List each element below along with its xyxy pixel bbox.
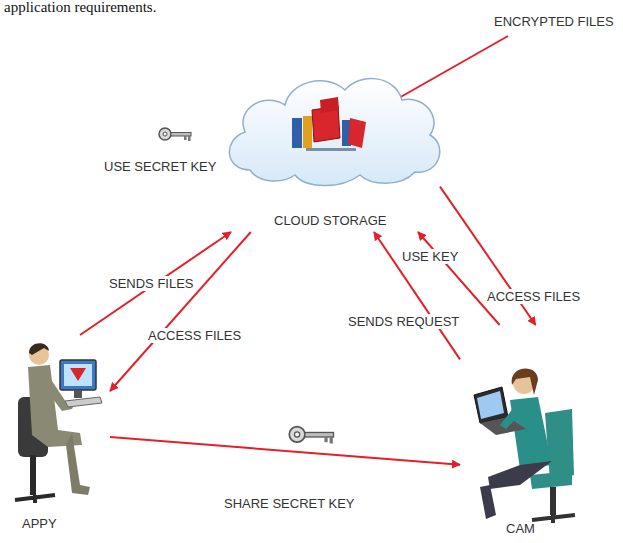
drawing-part (171, 133, 191, 137)
drawing-part (289, 427, 305, 443)
key-icon (289, 427, 333, 444)
drawing-part (510, 397, 552, 469)
cloud-node: CLOUD STORAGE (220, 70, 440, 232)
drawing-part (159, 128, 171, 140)
drawing-part (550, 487, 556, 515)
drawing-part (29, 343, 49, 355)
drawing-part (512, 369, 538, 395)
drawing-part (163, 132, 167, 136)
drawing-part (488, 461, 552, 489)
drawing-part (305, 432, 334, 437)
drawing-part (474, 387, 508, 423)
node-label: APPY (22, 516, 57, 531)
drawing-part (303, 116, 312, 148)
drawing-part (60, 360, 96, 390)
flow-arrow (418, 232, 500, 325)
edge-label: ACCESS FILES (485, 289, 582, 304)
edge-label: SENDS FILES (107, 276, 196, 291)
drawing-part (320, 97, 339, 113)
drawing-part (348, 118, 366, 148)
drawing-part (292, 118, 302, 148)
person-node: CAM (460, 325, 580, 540)
edge-label: ACCESS FILES (146, 328, 243, 343)
node-label: CAM (506, 521, 535, 536)
drawing-part (66, 433, 90, 495)
drawing-part (480, 485, 496, 519)
drawing-part (188, 136, 191, 141)
files-icon (292, 97, 366, 151)
drawing-part (306, 148, 356, 151)
drawing-part (295, 432, 300, 437)
drawing-part (530, 471, 572, 489)
drawing-part (324, 437, 327, 442)
flow-arrow (374, 232, 460, 359)
flow-arrow (110, 437, 460, 465)
drawing-part (184, 136, 187, 140)
edge-label: USE KEY (400, 249, 460, 264)
man-at-computer (15, 343, 102, 503)
cloud-outline (229, 79, 439, 186)
drawing-part (545, 409, 574, 481)
person-node: APPY (10, 335, 110, 535)
drawing-part (74, 390, 82, 398)
annotation-label: USE SECRET KEY (104, 159, 216, 174)
person-drawing (10, 335, 110, 535)
drawing-part (64, 364, 92, 386)
person-drawing (460, 325, 580, 540)
cloud-drawing (220, 70, 440, 232)
drawing-part (500, 407, 520, 429)
drawing-part (330, 437, 333, 444)
drawing-part (65, 397, 102, 407)
flow-arrow (80, 232, 231, 335)
drawing-part (15, 495, 55, 503)
drawing-part (477, 391, 504, 419)
drawing-part (532, 515, 575, 523)
annotation-label: ENCRYPTED FILES (494, 14, 614, 29)
cropped-text: application requirements. (4, 0, 156, 15)
node-label: CLOUD STORAGE (274, 213, 386, 228)
woman-with-laptop (474, 369, 575, 523)
edge-label: SENDS REQUEST (346, 314, 461, 329)
edge-label: SHARE SECRET KEY (222, 496, 357, 511)
drawing-part (30, 455, 36, 495)
drawing-part (70, 368, 86, 381)
key-icon (159, 128, 191, 141)
flow-arrow (110, 232, 251, 391)
